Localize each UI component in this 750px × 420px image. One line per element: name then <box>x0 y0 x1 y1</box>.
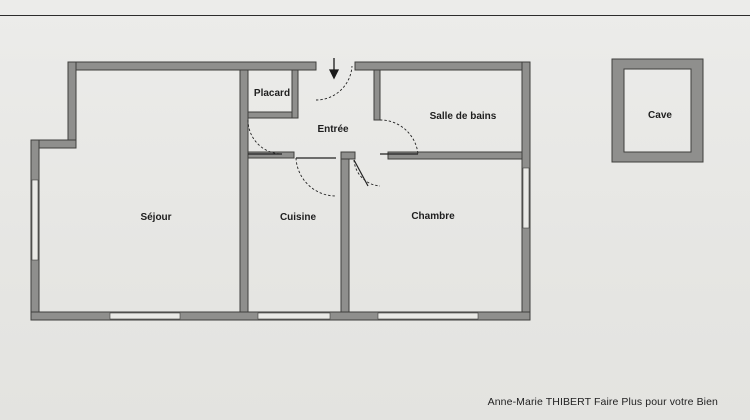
room-label-sejour: Séjour <box>140 212 171 223</box>
wall-cuisine-chambre <box>340 154 350 313</box>
entry-arrow <box>328 58 340 80</box>
walls <box>30 58 704 321</box>
door-leaves <box>248 153 418 187</box>
cave-walls <box>611 58 704 163</box>
door-swings <box>247 65 419 197</box>
room-label-salle-de-bains: Salle de bains <box>430 111 497 122</box>
credit-text: Anne-Marie THIBERT Faire Plus pour votre… <box>487 396 718 408</box>
window-cuisine <box>257 312 331 320</box>
window-chambre <box>377 312 479 320</box>
door-chambre-leaf <box>353 159 369 187</box>
room-label-placard: Placard <box>254 88 290 99</box>
window-right <box>522 167 530 229</box>
windows <box>31 167 530 320</box>
window-left <box>31 179 39 261</box>
wall-placard-right <box>291 69 299 119</box>
wall-bains-bottom <box>387 151 523 160</box>
wall-placard-bottom <box>247 111 299 119</box>
wall-sejour-cuisine <box>239 69 249 313</box>
window-sejour <box>109 312 181 320</box>
room-label-entree: Entrée <box>317 124 349 135</box>
wall-top-right <box>354 61 531 71</box>
door-placard-swing <box>247 119 283 155</box>
wall-bains-left <box>373 69 381 121</box>
room-label-chambre: Chambre <box>411 211 455 222</box>
door-cuisine-swing <box>295 157 337 197</box>
top-rule <box>0 15 750 16</box>
wall-left-step <box>37 139 77 149</box>
wall-top-left <box>67 61 317 71</box>
wall-left-upper <box>67 61 77 149</box>
wall-chambre-corner <box>340 151 356 160</box>
door-bains-swing <box>379 119 419 155</box>
room-label-cuisine: Cuisine <box>280 212 317 223</box>
room-label-cave: Cave <box>648 110 672 121</box>
door-chambre-swing <box>353 159 381 187</box>
wall-cuisine-top <box>247 151 295 159</box>
door-front-swing <box>315 65 353 101</box>
